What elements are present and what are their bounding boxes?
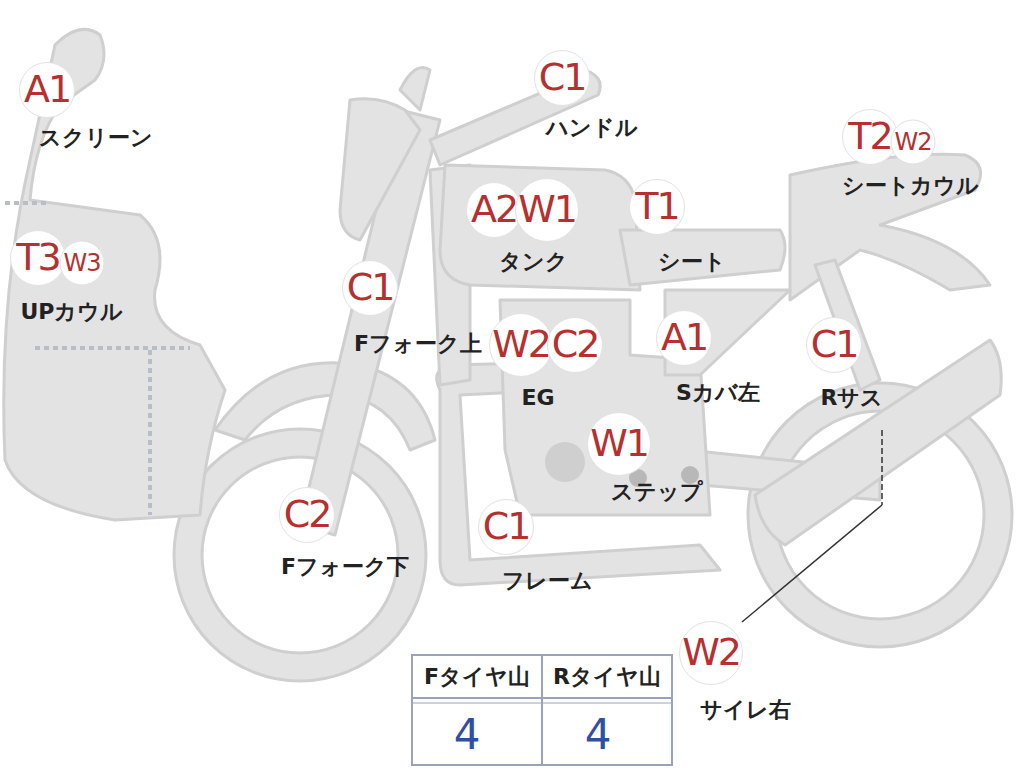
- callout-code: T1: [629, 179, 685, 235]
- part-name: ハンドル: [546, 116, 638, 140]
- part-name: サイレ右: [700, 698, 791, 722]
- part-name: シートカウル: [842, 174, 979, 198]
- part-name: Fフォーク上: [354, 332, 482, 356]
- callout-code: W2: [489, 313, 553, 377]
- table-value: 4: [454, 712, 481, 758]
- seat: [620, 230, 785, 285]
- callout-code: A1: [19, 62, 75, 118]
- front-wheel: [188, 443, 412, 667]
- muffler: [755, 340, 1001, 545]
- tire-table: [412, 655, 672, 765]
- leader-line: [742, 430, 882, 622]
- callout-code: W1: [515, 178, 579, 242]
- callout-code: C1: [806, 317, 862, 373]
- callout-code: A2: [466, 182, 522, 238]
- table-header: Rタイヤ山: [553, 665, 661, 689]
- callout-code: C1: [534, 50, 590, 106]
- part-name: シート: [658, 250, 726, 274]
- callout-code: C1: [342, 260, 398, 316]
- callout-code: C1: [478, 499, 534, 555]
- part-name: タンク: [499, 250, 568, 274]
- mirror: [400, 68, 430, 111]
- part-name: Rサス: [821, 386, 884, 410]
- headlight-mount: [340, 99, 420, 240]
- callout-code: W2: [679, 621, 743, 685]
- callout-code: C2: [547, 317, 603, 373]
- part-name: ステップ: [611, 480, 703, 504]
- part-name: EG: [521, 386, 554, 410]
- tank: [440, 165, 640, 290]
- part-name: スクリーン: [39, 126, 153, 150]
- upper-cowl: [4, 29, 225, 520]
- callout-code: C2: [279, 487, 335, 543]
- callout-code: W2: [891, 120, 936, 165]
- part-name: Fフォーク下: [281, 555, 409, 579]
- callout-code: A1: [656, 310, 712, 366]
- callout-code: W3: [60, 241, 105, 286]
- part-name: フレーム: [502, 569, 593, 593]
- callout-code: T2: [842, 109, 898, 165]
- callout-code: T3: [10, 230, 66, 286]
- callout-code: W1: [587, 412, 651, 476]
- part-name: Sカバ左: [676, 381, 760, 405]
- part-name: UPカウル: [21, 300, 124, 324]
- table-header: Fタイヤ山: [424, 665, 530, 689]
- table-value: 4: [585, 712, 612, 758]
